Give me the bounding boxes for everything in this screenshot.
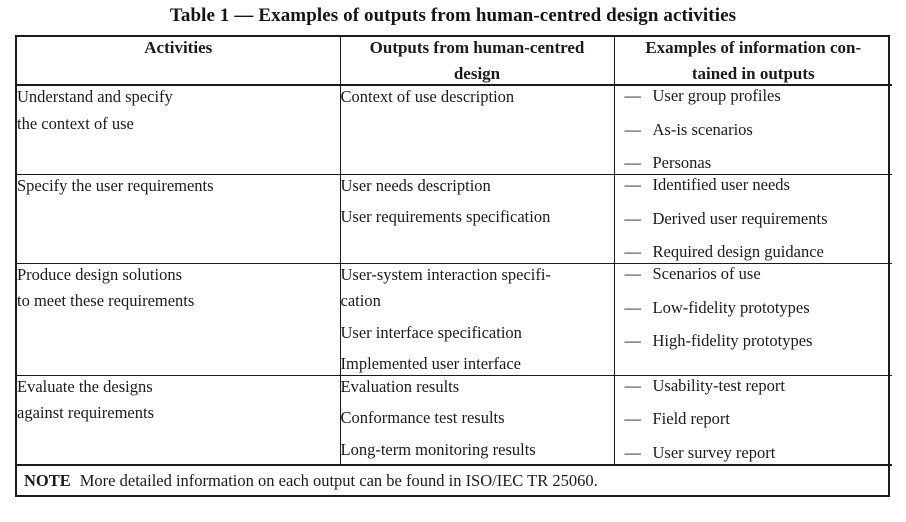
list-item-label: Identified user needs xyxy=(652,175,790,195)
list-item: — As-is scenarios xyxy=(615,120,893,141)
table-caption: Table 1 — Examples of outputs from human… xyxy=(169,5,737,26)
output-item: User needs description xyxy=(340,176,491,196)
examples-list: — Usability-test report — Field report —… xyxy=(615,376,893,464)
list-item: — Personas xyxy=(615,153,893,174)
em-dash-icon: — xyxy=(624,442,642,462)
output-item: Evaluation results xyxy=(340,376,460,396)
list-item: — Field report xyxy=(615,409,893,430)
list-item-label: As-is scenarios xyxy=(652,119,753,139)
examples-list: — Identified user needs — Derived user r… xyxy=(615,175,893,263)
column-header-activities-text: Activities xyxy=(144,38,213,57)
cell-note: NOTE More detailed information on each ou… xyxy=(17,465,892,496)
table-container: Activities Outputs from human-centred de… xyxy=(15,35,892,498)
note-text: More detailed information on each output… xyxy=(79,470,598,490)
em-dash-icon: — xyxy=(624,242,642,262)
list-item: — High-fidelity prototypes xyxy=(615,331,893,352)
activity-line: Evaluate the designs xyxy=(17,376,153,396)
list-item-label: Field report xyxy=(652,409,730,429)
list-item-label: User group profiles xyxy=(652,86,781,106)
table-body: Understand and specify the context of us… xyxy=(17,85,892,495)
activity-line: Understand and specify xyxy=(17,87,173,107)
em-dash-icon: — xyxy=(624,86,642,106)
output-item: Implemented user interface xyxy=(340,354,522,374)
table-row: Evaluate the designs against requirement… xyxy=(17,375,893,465)
activity-line: Produce design solutions xyxy=(17,264,182,284)
cell-examples: — Scenarios of use — Low-fidelity protot… xyxy=(613,263,893,376)
list-item-label: Required design guidance xyxy=(652,242,824,262)
list-item: — Derived user requirements xyxy=(615,209,893,230)
outputs-table: Activities Outputs from human-centred de… xyxy=(17,37,892,495)
activity-line: to meet these requirements xyxy=(17,291,195,311)
column-header-outputs-line2: design xyxy=(453,64,501,84)
em-dash-icon: — xyxy=(624,263,642,283)
column-header-activities: Activities xyxy=(17,37,340,85)
cell-activity: Understand and specify the context of us… xyxy=(17,85,340,174)
cell-examples: — User group profiles — As-is scenarios … xyxy=(613,85,893,175)
list-item-label: Usability-test report xyxy=(652,375,785,395)
em-dash-icon: — xyxy=(624,409,642,429)
cell-outputs: Context of use description xyxy=(339,85,614,175)
header-row: Activities Outputs from human-centred de… xyxy=(17,37,892,86)
table-header: Activities Outputs from human-centred de… xyxy=(17,37,892,86)
cell-outputs: User-system interaction specifi- cation … xyxy=(339,263,614,376)
list-item: — Usability-test report xyxy=(615,376,893,397)
activity-line: Specify the user requirements xyxy=(17,176,214,196)
cell-outputs: Evaluation results Conformance test resu… xyxy=(339,375,614,465)
column-header-examples-line1: Examples of information con- xyxy=(645,38,862,57)
list-item-label: User survey report xyxy=(652,442,776,462)
list-item: — Required design guidance xyxy=(615,242,893,263)
cell-activity: Produce design solutions to meet these r… xyxy=(17,263,340,375)
em-dash-icon: — xyxy=(624,331,642,351)
list-item: — Scenarios of use xyxy=(615,264,893,285)
examples-list: — User group profiles — As-is scenarios … xyxy=(615,86,893,174)
table-row: Specify the user requirements User needs… xyxy=(17,174,893,264)
list-item-label: Scenarios of use xyxy=(652,263,761,283)
output-item: User interface specification xyxy=(340,322,522,342)
em-dash-icon: — xyxy=(624,119,642,139)
cell-examples: — Identified user needs — Derived user r… xyxy=(613,174,893,264)
output-line: User-system interaction specifi- xyxy=(340,264,551,284)
column-header-examples: Examples of information con- tained in o… xyxy=(613,37,892,86)
output-item: Long-term monitoring results xyxy=(340,439,536,459)
list-item: — Low-fidelity prototypes xyxy=(615,298,893,319)
examples-list: — Scenarios of use — Low-fidelity protot… xyxy=(615,264,893,352)
column-header-examples-line2: tained in outputs xyxy=(691,64,815,84)
list-item-label: High-fidelity prototypes xyxy=(652,331,813,351)
em-dash-icon: — xyxy=(624,208,642,228)
output-item: Context of use description xyxy=(340,87,515,107)
em-dash-icon: — xyxy=(624,297,642,317)
column-header-outputs: Outputs from human-centred design xyxy=(339,37,614,86)
output-line: cation xyxy=(340,291,381,311)
cell-activity: Evaluate the designs against requirement… xyxy=(17,375,340,464)
output-item: User-system interaction specifi- cation xyxy=(341,264,614,312)
cell-outputs: User needs description User requirements… xyxy=(339,174,614,264)
list-item: — User group profiles xyxy=(615,86,893,107)
output-item: User requirements specification xyxy=(340,207,551,227)
list-item-label: Derived user requirements xyxy=(652,208,828,228)
em-dash-icon: — xyxy=(624,153,642,173)
table-row: Understand and specify the context of us… xyxy=(17,85,893,175)
cell-examples: — Usability-test report — Field report —… xyxy=(613,375,893,465)
em-dash-icon: — xyxy=(624,375,642,395)
em-dash-icon: — xyxy=(624,175,642,195)
cell-activity: Specify the user requirements xyxy=(17,175,340,264)
column-header-outputs-line1: Outputs from human-centred xyxy=(369,38,585,57)
note-label: NOTE xyxy=(24,470,71,490)
list-item: — Identified user needs xyxy=(615,175,893,196)
activity-line: against requirements xyxy=(17,403,154,423)
output-item: Conformance test results xyxy=(340,408,505,428)
list-item: — User survey report xyxy=(615,443,893,464)
table-row: Produce design solutions to meet these r… xyxy=(17,263,893,376)
activity-line: the context of use xyxy=(17,113,134,133)
list-item-label: Personas xyxy=(652,153,712,173)
list-item-label: Low-fidelity prototypes xyxy=(652,297,810,317)
table-note-row: NOTE More detailed information on each ou… xyxy=(17,464,892,496)
